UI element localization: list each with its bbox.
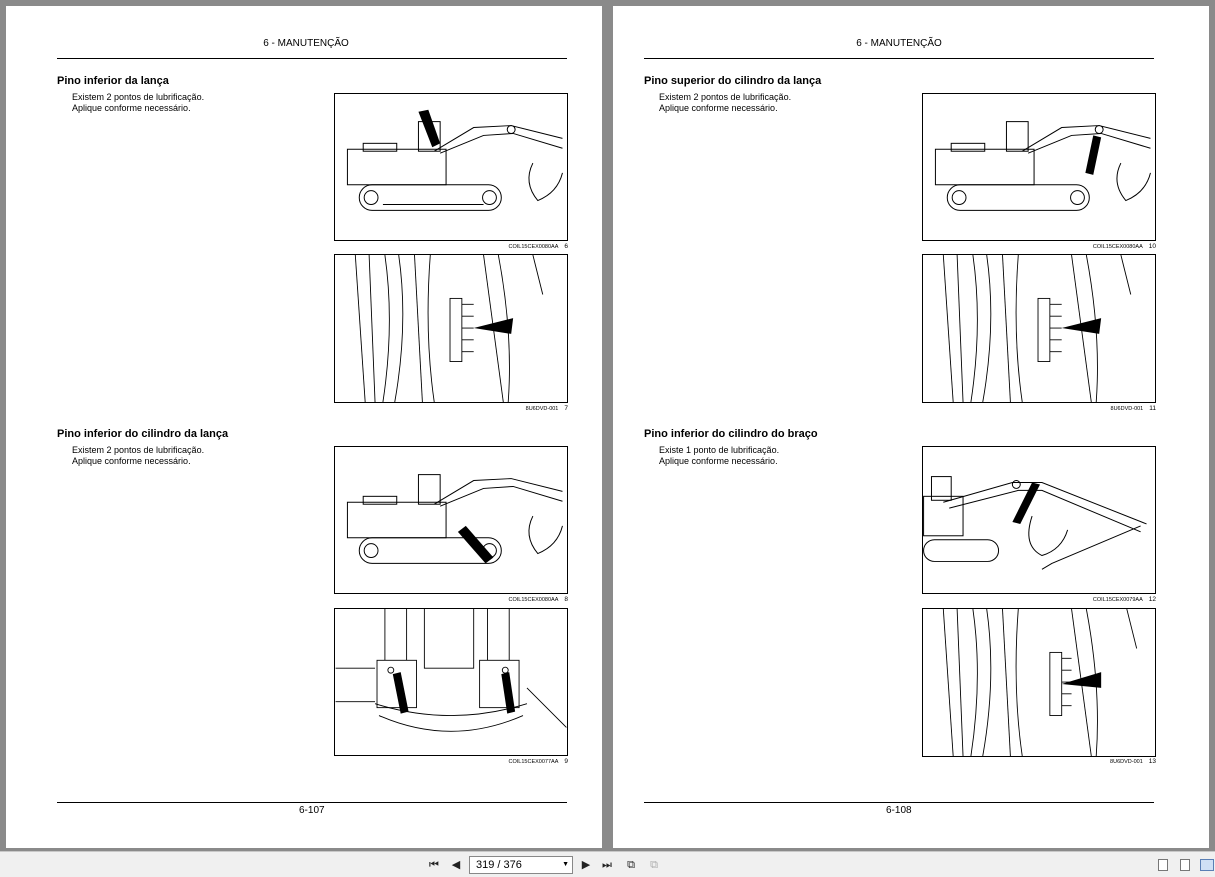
pointer-arrow-icon bbox=[1085, 135, 1102, 175]
figure-hydraulic-lines bbox=[922, 254, 1156, 403]
section-line: Aplique conforme necessário. bbox=[659, 456, 778, 466]
figure-code: COIL15CEX0080AA bbox=[1092, 244, 1143, 250]
section-line: Aplique conforme necessário. bbox=[659, 103, 778, 113]
header-rule bbox=[57, 58, 567, 59]
section-line: Existem 2 pontos de lubrificação. bbox=[72, 445, 205, 455]
continuous-view-icon[interactable] bbox=[1180, 859, 1190, 871]
section-text: Existe 1 ponto de lubrificação. Aplique … bbox=[659, 445, 779, 467]
figure-code: 8U6DVD-001 bbox=[1110, 406, 1144, 412]
section-line: Aplique conforme necessário. bbox=[72, 456, 191, 466]
figure-excavator-side bbox=[334, 446, 568, 594]
page-header: 6 - MANUTENÇÃO bbox=[263, 38, 349, 49]
figure-excavator-side bbox=[922, 93, 1156, 241]
chevron-down-icon: ▼ bbox=[562, 861, 569, 868]
figure-number: 10 bbox=[1148, 243, 1156, 250]
figure-code: COIL15CEX0079AA bbox=[1092, 597, 1143, 603]
two-page-view-icon[interactable] bbox=[1200, 859, 1214, 871]
section-line: Aplique conforme necessário. bbox=[72, 103, 191, 113]
section-title: Pino inferior do cilindro do braço bbox=[644, 428, 818, 440]
footer-rule bbox=[57, 802, 567, 803]
page-indicator-text: 319 / 376 bbox=[476, 859, 522, 871]
section-title: Pino inferior do cilindro da lança bbox=[57, 428, 229, 440]
page-indicator-select[interactable]: 319 / 376 ▼ bbox=[469, 856, 573, 874]
figure-number: 9 bbox=[564, 758, 568, 765]
figure-excavator-side bbox=[334, 93, 568, 241]
next-page-icon[interactable]: ▶ bbox=[581, 859, 591, 871]
section-title: Pino superior do cilindro da lança bbox=[644, 75, 822, 87]
viewer-toolbar: ⏮ ◀ 319 / 376 ▼ ▶ ⏭ ⧉ ⧉ bbox=[0, 851, 1215, 877]
document-page-right: 6 - MANUTENÇÃO Pino superior do cilindro… bbox=[613, 6, 1209, 848]
figure-code: 8U6DVD-001 bbox=[1110, 759, 1143, 765]
figure-excavator-arm-extended bbox=[922, 446, 1156, 594]
figure-code: COIL15CEX0080AA bbox=[508, 597, 559, 603]
section-text: Existem 2 pontos de lubrificação. Apliqu… bbox=[659, 92, 791, 114]
page-number: 6-108 bbox=[886, 805, 912, 816]
previous-page-icon[interactable]: ◀ bbox=[451, 859, 461, 871]
page-number: 6-107 bbox=[299, 805, 325, 816]
pointer-arrow-icon bbox=[1012, 482, 1040, 524]
figure-code: COIL15CEX0080AA bbox=[508, 244, 559, 250]
section-line: Existe 1 ponto de lubrificação. bbox=[659, 445, 780, 455]
figure-boom-base bbox=[334, 608, 568, 756]
figure-number: 12 bbox=[1148, 596, 1156, 603]
pointer-arrow-icon bbox=[1061, 318, 1102, 334]
footer-rule bbox=[644, 802, 1154, 803]
pointer-arrow-icon bbox=[418, 109, 441, 148]
figure-hydraulic-lines bbox=[334, 254, 568, 403]
rotate-view-icon[interactable]: ⧉ bbox=[627, 859, 635, 871]
single-page-view-icon[interactable] bbox=[1158, 859, 1168, 871]
figure-code: COIL15CEX0077AA bbox=[508, 759, 559, 765]
figure-number: 7 bbox=[564, 405, 568, 412]
pointer-arrow-icon bbox=[501, 672, 516, 714]
page-header: 6 - MANUTENÇÃO bbox=[856, 38, 942, 49]
figure-number: 13 bbox=[1148, 758, 1156, 765]
section-line: Existem 2 pontos de lubrificação. bbox=[72, 92, 205, 102]
section-line: Existem 2 pontos de lubrificação. bbox=[659, 92, 792, 102]
header-rule bbox=[644, 58, 1154, 59]
section-text: Existem 2 pontos de lubrificação. Apliqu… bbox=[72, 92, 204, 114]
duplicate-view-icon[interactable]: ⧉ bbox=[650, 859, 658, 871]
figure-number: 8 bbox=[564, 596, 568, 603]
first-page-icon[interactable]: ⏮ bbox=[429, 859, 439, 871]
pointer-arrow-icon bbox=[1061, 672, 1102, 688]
section-title: Pino inferior da lança bbox=[57, 75, 169, 87]
section-text: Existem 2 pontos de lubrificação. Apliqu… bbox=[72, 445, 204, 467]
figure-number: 11 bbox=[1149, 405, 1156, 412]
figure-number: 6 bbox=[564, 243, 568, 250]
last-page-icon[interactable]: ⏭ bbox=[602, 859, 612, 871]
pointer-arrow-icon bbox=[473, 318, 514, 334]
pointer-arrow-icon bbox=[457, 525, 494, 564]
document-page-left: 6 - MANUTENÇÃO Pino inferior da lança Ex… bbox=[6, 6, 602, 848]
figure-code: 8U6DVD-001 bbox=[525, 406, 559, 412]
pointer-arrow-icon bbox=[392, 672, 409, 714]
figure-hydraulic-lines bbox=[922, 608, 1156, 757]
